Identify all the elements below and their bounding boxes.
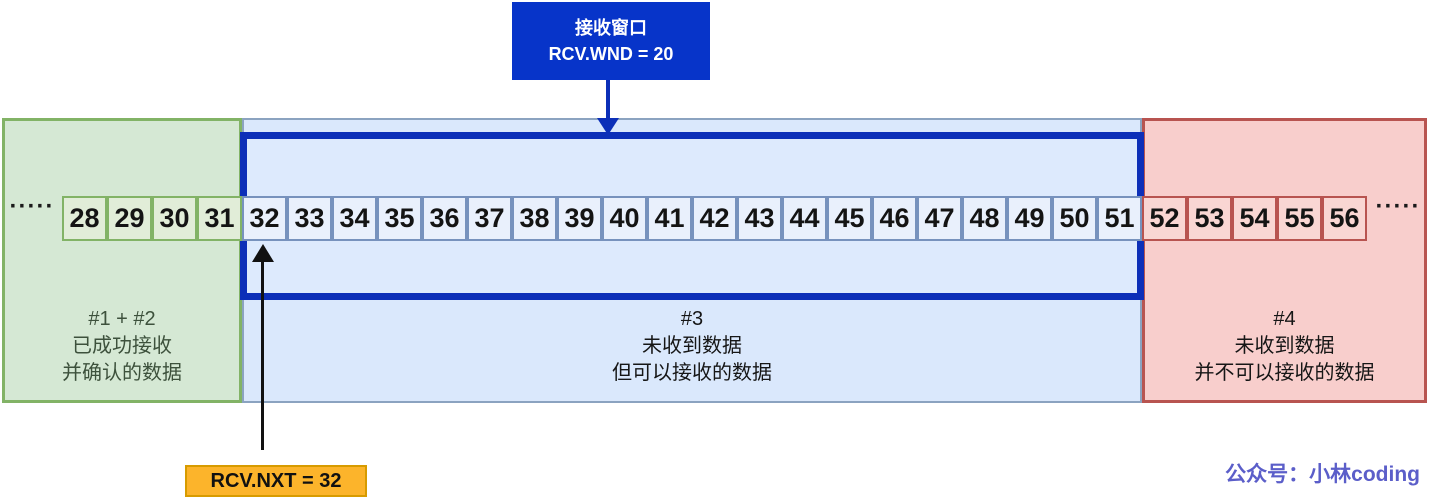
sequence-box-38: 38 xyxy=(512,196,557,241)
caption-receivable-tag: #3 xyxy=(680,308,704,330)
region-not-receivable-data xyxy=(1142,118,1427,403)
rcv-nxt-arrow-head-icon xyxy=(252,244,274,262)
sequence-box-45: 45 xyxy=(827,196,872,241)
sequence-box-39: 39 xyxy=(557,196,602,241)
sequence-box-34: 34 xyxy=(332,196,377,241)
sequence-box-35: 35 xyxy=(377,196,422,241)
sequence-box-52: 52 xyxy=(1142,196,1187,241)
rcv-wnd-callout-line2: RCV.WND = 20 xyxy=(548,44,674,64)
rcv-wnd-arrow-head-icon xyxy=(597,118,619,135)
sequence-box-56: 56 xyxy=(1322,196,1367,241)
sequence-box-46: 46 xyxy=(872,196,917,241)
sequence-box-51: 51 xyxy=(1097,196,1142,241)
caption-acked: #1 + #2 已成功接收 并确认的数据 xyxy=(2,306,242,387)
caption-not-receivable-line2: 并不可以接收的数据 xyxy=(1194,362,1375,384)
sequence-box-42: 42 xyxy=(692,196,737,241)
sequence-box-28: 28 xyxy=(62,196,107,241)
rcv-nxt-arrow-line xyxy=(261,261,264,450)
sequence-box-30: 30 xyxy=(152,196,197,241)
sequence-box-37: 37 xyxy=(467,196,512,241)
watermark-text: 公众号：小林coding xyxy=(1225,463,1420,486)
caption-not-receivable-tag: #4 xyxy=(1273,308,1296,330)
caption-receivable-line2: 但可以接收的数据 xyxy=(612,362,772,384)
sequence-box-50: 50 xyxy=(1052,196,1097,241)
caption-acked-line2: 并确认的数据 xyxy=(62,362,182,384)
caption-receivable-line1: 未收到数据 xyxy=(642,335,742,357)
rcv-wnd-callout-line1: 接收窗口 xyxy=(575,18,647,38)
sequence-box-36: 36 xyxy=(422,196,467,241)
caption-acked-line1: 已成功接收 xyxy=(72,335,172,357)
sequence-box-54: 54 xyxy=(1232,196,1277,241)
caption-acked-tag: #1 + #2 xyxy=(88,308,156,330)
rcv-wnd-callout: 接收窗口 RCV.WND = 20 xyxy=(512,2,710,80)
sequence-box-32: 32 xyxy=(242,196,287,241)
caption-receivable: #3 未收到数据 但可以接收的数据 xyxy=(242,306,1142,387)
region-acked-data xyxy=(2,118,242,403)
rcv-wnd-arrow-line xyxy=(606,80,610,120)
rcv-nxt-callout: RCV.NXT = 32 xyxy=(185,465,367,497)
caption-not-receivable-line1: 未收到数据 xyxy=(1234,335,1335,357)
sequence-box-33: 33 xyxy=(287,196,332,241)
left-ellipsis: ····· xyxy=(9,193,55,220)
sequence-box-47: 47 xyxy=(917,196,962,241)
sequence-box-40: 40 xyxy=(602,196,647,241)
sequence-box-44: 44 xyxy=(782,196,827,241)
caption-not-receivable: #4 未收到数据 并不可以接收的数据 xyxy=(1142,306,1427,387)
sequence-box-31: 31 xyxy=(197,196,242,241)
sequence-box-29: 29 xyxy=(107,196,152,241)
sequence-box-43: 43 xyxy=(737,196,782,241)
sequence-box-49: 49 xyxy=(1007,196,1052,241)
sequence-box-41: 41 xyxy=(647,196,692,241)
sequence-box-55: 55 xyxy=(1277,196,1322,241)
right-ellipsis: ····· xyxy=(1375,193,1421,220)
sequence-box-53: 53 xyxy=(1187,196,1232,241)
sequence-box-48: 48 xyxy=(962,196,1007,241)
